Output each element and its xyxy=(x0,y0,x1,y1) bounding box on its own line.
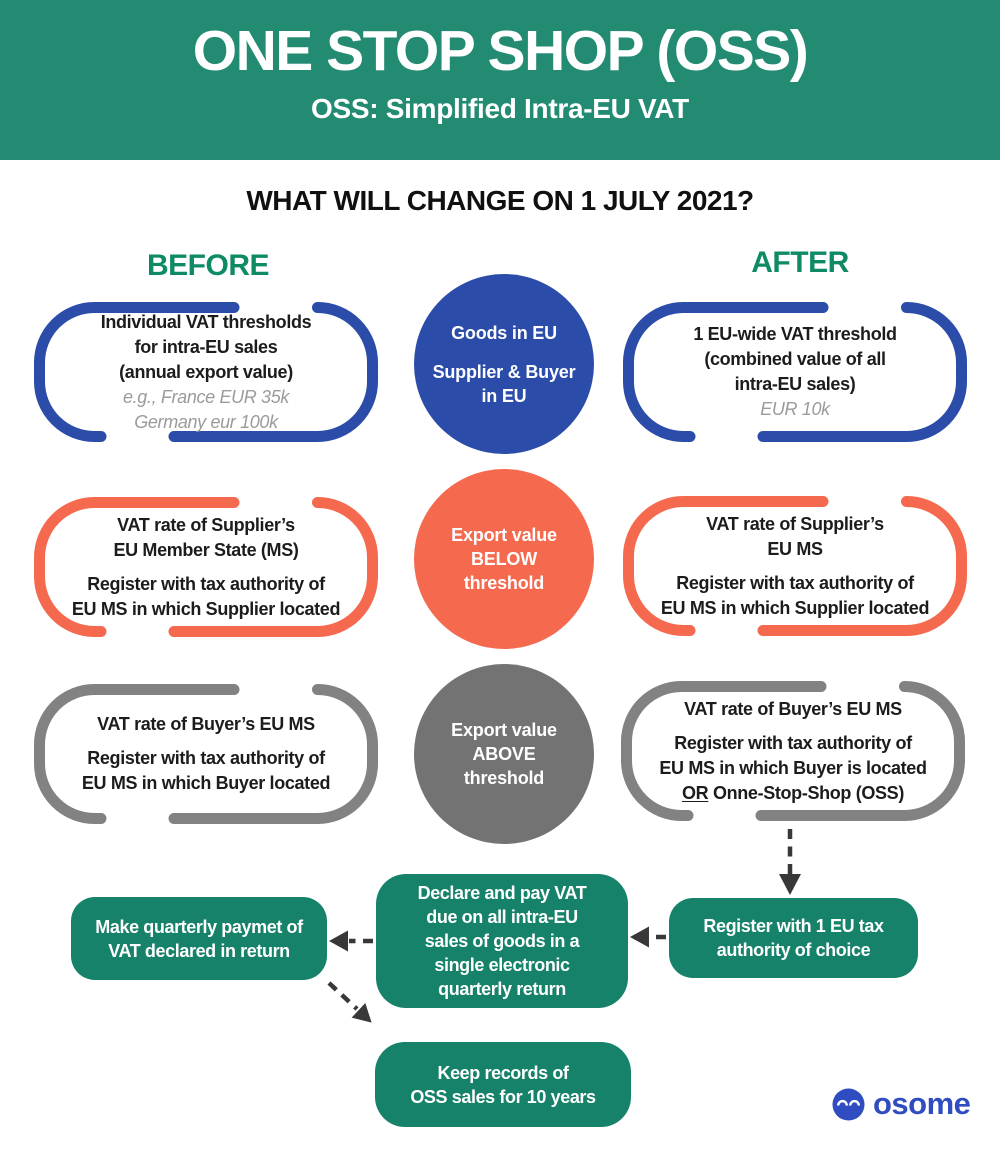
text-line: sales of goods in a xyxy=(424,931,580,951)
section-heading: WHAT WILL CHANGE ON 1 JULY 2021? xyxy=(246,185,754,216)
goods-in-eu-circle: Goods in EU Supplier & Buyer in EU xyxy=(414,274,594,454)
header-band: ONE STOP SHOP (OSS) OSS: Simplified Intr… xyxy=(0,0,1000,160)
example-note: Germany eur 100k xyxy=(134,411,278,432)
before-column-label: BEFORE xyxy=(146,249,270,282)
text-line: for intra-EU sales xyxy=(134,336,278,357)
after-vat-threshold-card: 1 EU-wide VAT threshold (combined value … xyxy=(623,302,967,442)
text-line: VAT rate of Buyer’s EU MS xyxy=(684,698,902,719)
osome-smiley-icon xyxy=(832,1087,865,1121)
text-line: threshold xyxy=(463,768,545,788)
export-above-circle: Export value ABOVE threshold xyxy=(414,664,594,844)
text-line: VAT declared in return xyxy=(108,940,290,961)
register-authority-box: Register with 1 EU tax authority of choi… xyxy=(669,898,918,978)
dashed-arrow-quarterly-to-records xyxy=(327,981,372,1023)
text-line: Register with tax authority of xyxy=(87,748,325,768)
bracket-outline xyxy=(34,302,378,442)
dashed-arrow-down-to-register xyxy=(779,829,801,895)
text-line: Keep records of xyxy=(437,1062,569,1083)
example-note: e.g., France EUR 35k xyxy=(122,386,290,407)
text-line: due on all intra-EU xyxy=(426,907,578,927)
after-above-threshold-card: VAT rate of Buyer’s EU MS Register with … xyxy=(621,681,965,821)
text-line: EU MS in which Buyer is located xyxy=(659,757,927,778)
text-line: Make quarterly paymet of xyxy=(95,916,303,937)
text-line: Register with tax authority of xyxy=(87,573,325,594)
text-line: EU MS in which Buyer located xyxy=(81,773,331,793)
text-line: EU MS in which Supplier located xyxy=(71,598,341,619)
text-line: EU MS in which Supplier located xyxy=(660,597,930,618)
emphasis-word: ABOVE xyxy=(472,744,536,764)
text-line: authority of choice xyxy=(716,940,871,960)
page-title: ONE STOP SHOP (OSS) xyxy=(192,19,809,83)
page-subtitle: OSS: Simplified Intra-EU VAT xyxy=(311,93,689,124)
text-line: Individual VAT thresholds xyxy=(100,311,312,332)
text-line: VAT rate of Supplier’s xyxy=(706,513,884,534)
text-line: EU MS xyxy=(767,538,823,559)
text-line: 1 EU-wide VAT threshold xyxy=(693,324,897,344)
text-line: EU Member State (MS) xyxy=(113,539,299,560)
text-line: single electronic xyxy=(434,955,570,975)
quarterly-payment-box: Make quarterly paymet of VAT declared in… xyxy=(71,897,327,980)
bracket-outline xyxy=(34,497,378,637)
text-line: Declare and pay VAT xyxy=(417,883,587,903)
text-line: (annual export value) xyxy=(119,361,293,382)
text-line: OR Onne-Stop-Shop (OSS) xyxy=(682,781,904,806)
text-line: Supplier & Buyer xyxy=(432,361,576,382)
keep-records-box: Keep records of OSS sales for 10 years xyxy=(375,1042,631,1127)
text-line: Register with tax authority of xyxy=(676,572,914,593)
text-span: Onne-Stop-Shop (OSS) xyxy=(712,782,904,803)
osome-logo-text: osome xyxy=(873,1086,971,1121)
after-column-label: AFTER xyxy=(751,246,849,279)
text-line: quarterly return xyxy=(438,979,566,999)
bracket-outline xyxy=(34,684,378,824)
emphasis-word: BELOW xyxy=(471,549,537,569)
example-note: EUR 10k xyxy=(760,399,830,419)
before-above-threshold-card: VAT rate of Buyer’s EU MS Register with … xyxy=(34,684,378,824)
text-line: (combined value of all xyxy=(704,349,886,369)
text-line: Goods in EU xyxy=(451,322,557,343)
or-underlined: OR xyxy=(682,782,709,803)
before-vat-thresholds-card: Individual VAT thresholds for intra-EU s… xyxy=(34,302,378,442)
export-below-circle: Export value BELOW threshold xyxy=(414,469,594,649)
osome-logo: osome xyxy=(832,1086,992,1122)
text-line: Export value xyxy=(451,720,557,740)
bracket-outline xyxy=(621,681,965,821)
text-line: OSS sales for 10 years xyxy=(410,1086,596,1107)
text-line: Register with tax authority of xyxy=(674,732,912,753)
after-below-threshold-card: VAT rate of Supplier’s EU MS Register wi… xyxy=(623,496,967,636)
dashed-arrow-declare-to-quarterly xyxy=(329,930,373,952)
text-line: VAT rate of Buyer’s EU MS xyxy=(97,714,315,734)
declare-pay-vat-box: Declare and pay VAT due on all intra-EU … xyxy=(376,874,628,1008)
text-line: VAT rate of Supplier’s xyxy=(117,514,295,535)
dashed-arrow-register-to-declare xyxy=(630,926,666,948)
text-line: Register with 1 EU tax xyxy=(703,916,884,936)
text-line: intra-EU sales) xyxy=(734,374,856,394)
text-line: threshold xyxy=(463,573,545,593)
bracket-outline xyxy=(623,302,967,442)
before-below-threshold-card: VAT rate of Supplier’s EU Member State (… xyxy=(34,497,378,637)
text-line: Export value xyxy=(451,525,557,545)
bracket-outline xyxy=(623,496,967,636)
text-line: in EU xyxy=(481,385,527,406)
